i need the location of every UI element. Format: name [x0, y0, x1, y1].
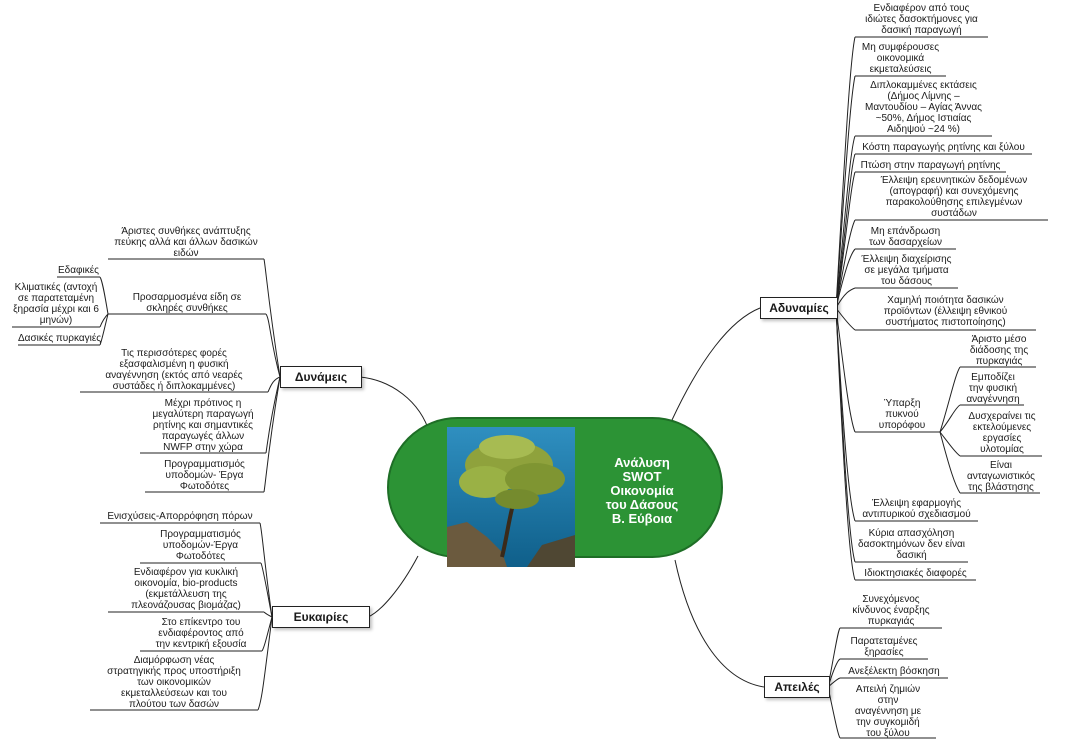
strength-subitem[interactable]: Δασικές πυρκαγιές — [18, 333, 102, 344]
weakness-item[interactable]: Ιδιοκτησιακές διαφορές — [864, 568, 967, 579]
opportunity-item[interactable]: Ενισχύσεις-Απορρόφηση πόρων — [107, 511, 253, 522]
branch-threats[interactable]: Απειλές — [764, 676, 830, 698]
link-center-opportunities — [367, 555, 419, 618]
central-title-line: του Δάσους — [605, 497, 679, 512]
branch-weaknesses[interactable]: Αδυναμίες — [760, 297, 838, 319]
threat-item[interactable]: Ανεξέλεκτη βόσκηση — [848, 666, 940, 677]
weakness-item[interactable]: Διπλοκαμμένες εκτάσεις(Δήμος Λίμνης –Μαν… — [865, 80, 982, 135]
link-center-threats — [674, 559, 765, 688]
branch-strengths[interactable]: Δυνάμεις — [280, 366, 362, 388]
weakness-item[interactable]: Έλλειψη ερευνητικών δεδομένων(απογραφή) … — [880, 175, 1028, 219]
central-title-line: Οικονομία — [610, 483, 674, 498]
branch-opportunities[interactable]: Ευκαιρίες — [272, 606, 370, 628]
link-center-strengths — [359, 376, 431, 435]
central-title-line: SWOT — [622, 469, 662, 484]
weakness-item[interactable]: Κόστη παραγωγής ρητίνης και ξύλου — [862, 142, 1025, 153]
weakness-item[interactable]: Πτώση στην παραγωγή ρητίνης — [860, 160, 1001, 171]
pine-tree-photo — [447, 427, 575, 567]
central-title: Ανάλυση SWOT Οικονομία του Δάσους Β. Εύβ… — [582, 456, 702, 526]
link-center-weaknesses — [671, 307, 761, 421]
central-title-line: Β. Εύβοια — [611, 511, 673, 526]
central-title-line: Ανάλυση — [614, 455, 670, 470]
strength-subitem[interactable]: Εδαφικές — [57, 265, 99, 276]
